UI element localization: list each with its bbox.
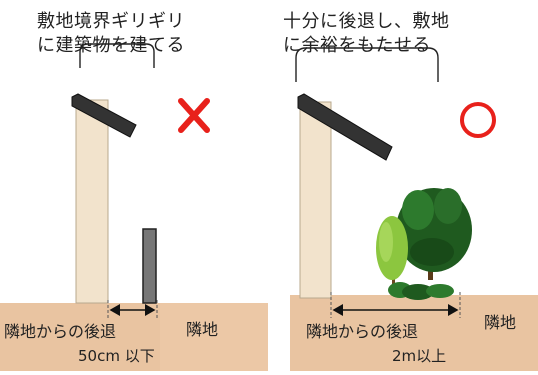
left-house-wall — [75, 99, 109, 304]
right-bracket — [295, 47, 439, 82]
left-setback-label: 隣地からの後退 — [4, 322, 117, 341]
left-caption-line1: 敷地境界ギリギリ — [37, 11, 185, 32]
left-neighbor-label: 隣地 — [186, 320, 219, 339]
right-house-roof — [297, 93, 393, 161]
left-caption-line2: に建築物を建てる — [37, 35, 185, 56]
left-fence-post — [142, 228, 157, 304]
circle-icon — [460, 102, 496, 138]
cross-icon — [178, 98, 210, 133]
left-bracket — [79, 43, 155, 68]
left-house-roof — [71, 93, 137, 138]
left-setback-value: 50cm 以下 — [78, 347, 155, 365]
right-setback-label: 隣地からの後退 — [306, 322, 419, 341]
left-neighbor-ground — [160, 303, 268, 371]
right-caption-line2: に余裕をもたせる — [283, 35, 431, 56]
right-neighbor-label: 隣地 — [484, 313, 517, 332]
right-house-wall — [299, 101, 332, 299]
right-setback-value: 2m以上 — [392, 347, 447, 365]
tree-group — [376, 188, 472, 300]
right-caption-line1: 十分に後退し、敷地 — [283, 11, 450, 32]
